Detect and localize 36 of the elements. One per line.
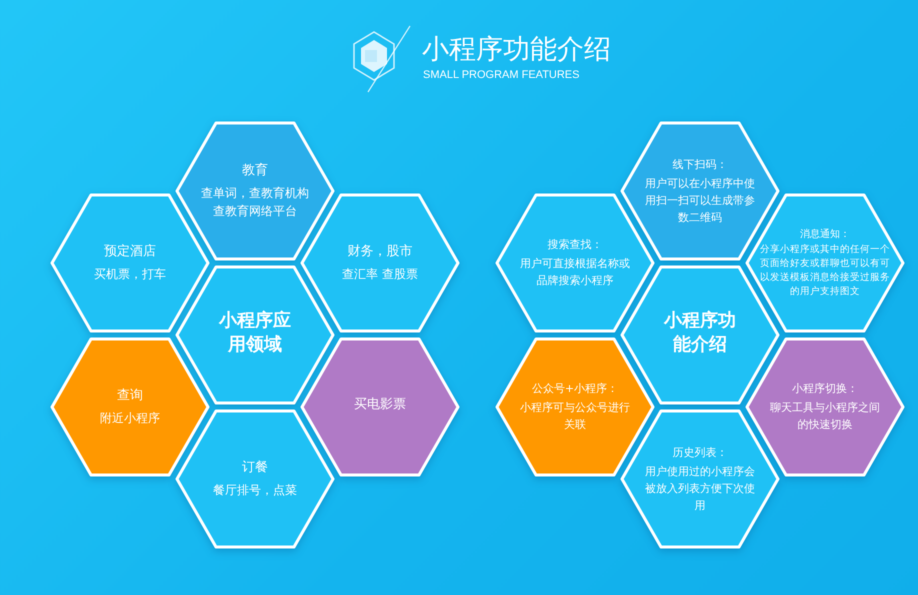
hexagon-heading: 订餐: [242, 459, 268, 477]
hexagon-text: 查汇率 查股票: [342, 266, 418, 283]
hexagon-heading: 教育: [242, 162, 268, 180]
hexagon-tile: [745, 337, 905, 477]
hexagon-text: 用户使用过的小程序会被放入列表方便下次使用: [644, 464, 756, 514]
hexagon-text: 餐厅排号，点菜: [213, 482, 297, 499]
hexagon-text: 聊天工具与小程序之间的快速切换: [769, 400, 881, 433]
hexagon-tile: [745, 193, 905, 333]
subtitle: SMALL PROGRAM FEATURES: [423, 68, 580, 82]
hexagon-heading: 买电影票: [354, 396, 406, 414]
hexagon-heading: 历史列表：: [672, 444, 728, 460]
hexagon-tile: [175, 121, 335, 261]
hexagon-heading: 小程序功能介绍: [662, 309, 737, 357]
hexagon-tile: [495, 337, 655, 477]
hexagon-heading: 线下扫码：: [672, 156, 728, 172]
hexagon-tile: [300, 337, 460, 477]
hexagon-tile: [175, 265, 335, 405]
hexagon-text: 附近小程序: [100, 410, 160, 427]
hexagon-heading: 预定酒店: [104, 243, 156, 261]
hexagon-heading: 小程序应用领域: [218, 309, 292, 357]
hexagon-text: 查单词，查教育机构查教育网络平台: [200, 185, 310, 220]
title: 小程序功能介绍: [422, 34, 611, 66]
hexagon-tile: [175, 409, 335, 549]
hexagon-tile: [50, 337, 210, 477]
hexagon-text: 用户可直接根据名称或品牌搜索小程序: [519, 256, 631, 289]
hexagon-heading: 小程序切换：: [792, 381, 858, 397]
hexagon-heading: 查询: [117, 387, 143, 405]
hexagon-text: 分享小程序或其中的任何一个页面给好友或群聊也可以有可以发送模板消息给接受过服务的用户支持图文: [759, 242, 891, 298]
hexagon-heading: 消息通知：: [800, 228, 850, 242]
hexagon-text: 小程序可与公众号进行关联: [519, 400, 631, 433]
hexagon-heading: 搜索查找：: [548, 237, 602, 253]
hexagon-text: 用户可以在小程序中使用扫一扫可以生成带参数二维码: [644, 176, 756, 226]
hexagon-tile: [495, 193, 655, 333]
hexagon-text: 买机票，打车: [94, 266, 166, 283]
hexagon-heading: 公众号+小程序：: [532, 381, 618, 397]
hexagon-heading: 财务，股市: [348, 243, 412, 261]
